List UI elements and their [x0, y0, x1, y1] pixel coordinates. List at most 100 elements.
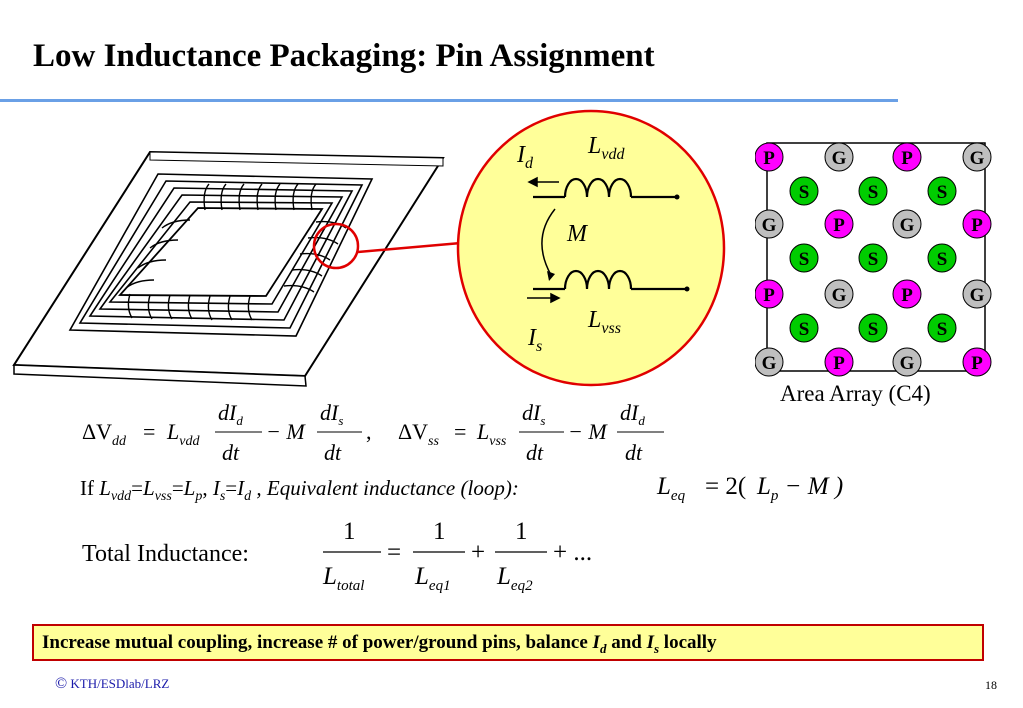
pin-S	[789, 243, 819, 273]
svg-text:1: 1	[433, 518, 446, 545]
svg-text:Leq2: Leq2	[496, 563, 533, 594]
svg-text:dIs: dIs	[320, 400, 343, 428]
svg-text:+ ...: + ...	[553, 539, 592, 566]
current-arrows	[527, 176, 561, 304]
label-lvss: Lvss	[587, 307, 621, 337]
pin-label: G	[970, 148, 985, 169]
pin-label: G	[832, 148, 847, 169]
package-ring	[68, 173, 374, 337]
total-inductance-formula: 1 Ltotal = 1 Leq1 + 1 Leq2 + ...	[322, 518, 592, 594]
svg-text:− M: − M	[266, 419, 306, 444]
copyright-icon: ©	[55, 675, 68, 692]
mutual-coupling-arrow	[541, 208, 556, 276]
pin-label: G	[762, 353, 777, 374]
pin-label: S	[868, 182, 879, 203]
pin-label: S	[799, 249, 810, 270]
pin-S	[789, 313, 819, 343]
svg-text:1: 1	[515, 518, 528, 545]
svg-text:+: +	[471, 539, 485, 566]
pin-S	[858, 313, 888, 343]
label-m: M	[566, 221, 589, 247]
pin-label: P	[763, 148, 775, 169]
pin-P	[824, 209, 854, 239]
pin-P	[892, 279, 922, 309]
svg-text:,: ,	[366, 419, 372, 444]
pin-label: S	[799, 182, 810, 203]
equivalence-condition: If Lvdd=Lvss=Lp, Is=Id , Equivalent indu…	[80, 476, 519, 505]
pin-G	[962, 142, 992, 172]
title-divider	[0, 99, 898, 102]
pin-label: P	[901, 285, 913, 306]
inductor-lvdd	[533, 177, 677, 199]
pin-label: G	[970, 285, 985, 306]
pin-label: S	[868, 249, 879, 270]
pin-P	[962, 347, 992, 377]
svg-text:dt: dt	[324, 440, 342, 465]
package-drawing	[12, 150, 445, 387]
eq-vss: ΔVss = Lvss dIs dt − M dId dt	[398, 400, 664, 465]
pin-S	[927, 243, 957, 273]
pin-label: S	[937, 319, 948, 340]
die-cavity	[117, 207, 324, 297]
svg-text:Leq1: Leq1	[414, 563, 451, 594]
pin-label: P	[971, 215, 983, 236]
svg-text:ΔVdd: ΔVdd	[82, 419, 127, 449]
svg-text:Lvss: Lvss	[476, 419, 507, 449]
pin-label: P	[833, 215, 845, 236]
inset-circle	[456, 109, 726, 387]
pin-label: G	[900, 353, 915, 374]
svg-text:1: 1	[343, 518, 356, 545]
svg-text:dId: dId	[620, 400, 645, 428]
total-inductance-label: Total Inductance:	[82, 541, 249, 567]
pin-array-caption: Area Array (C4)	[780, 381, 931, 406]
pin-label: G	[900, 215, 915, 236]
svg-text:ΔVss: ΔVss	[398, 419, 439, 449]
svg-text:= 2(: = 2(	[705, 473, 746, 500]
bond-wires	[125, 183, 347, 321]
pin-G	[962, 279, 992, 309]
svg-text:Ltotal: Ltotal	[322, 563, 364, 594]
svg-text:Lvdd: Lvdd	[166, 419, 200, 449]
pin-G	[892, 347, 922, 377]
pin-label: P	[971, 353, 983, 374]
pin-label: P	[763, 285, 775, 306]
svg-text:dt: dt	[222, 440, 240, 465]
pin-label: S	[937, 249, 948, 270]
pin-label: S	[868, 319, 879, 340]
pin-P	[755, 279, 784, 309]
pin-label: P	[901, 148, 913, 169]
pin-G	[824, 279, 854, 309]
pin-label: P	[833, 353, 845, 374]
inductor-lvss	[533, 269, 687, 291]
pin-label: G	[832, 285, 847, 306]
svg-text:dt: dt	[625, 440, 643, 465]
page-title: Low Inductance Packaging: Pin Assignment	[33, 38, 655, 74]
pin-G	[824, 142, 854, 172]
pin-P	[962, 209, 992, 239]
label-id: Id	[516, 142, 534, 172]
pin-label: S	[937, 182, 948, 203]
page-number: 18	[985, 678, 997, 692]
label-is: Is	[527, 325, 542, 355]
pin-G	[892, 209, 922, 239]
summary-callout: Increase mutual coupling, increase # of …	[32, 624, 984, 661]
pin-P	[755, 142, 784, 172]
eq-vdd: ΔVdd = Lvdd dId dt − M dIs dt ,	[82, 400, 372, 465]
pin-S	[927, 313, 957, 343]
pin-P	[824, 347, 854, 377]
svg-text:dIs: dIs	[522, 400, 545, 428]
svg-text:− M: − M	[568, 419, 608, 444]
pin-S	[927, 176, 957, 206]
leq-formula: Leq = 2( Lp − M )	[656, 473, 843, 504]
pin-S	[858, 243, 888, 273]
svg-text:dt: dt	[526, 440, 544, 465]
pin-label: S	[799, 319, 810, 340]
svg-text:=: =	[454, 419, 466, 444]
label-lvdd: Lvdd	[587, 133, 625, 163]
pin-label: G	[762, 215, 777, 236]
inductance-inset: Id Lvdd M Lvss Is	[456, 109, 726, 387]
svg-text:=: =	[387, 539, 401, 566]
voltage-equations: ΔVdd = Lvdd dId dt − M dIs dt , ΔVss = L…	[82, 400, 664, 465]
svg-text:Lp − M ): Lp − M )	[756, 473, 843, 504]
